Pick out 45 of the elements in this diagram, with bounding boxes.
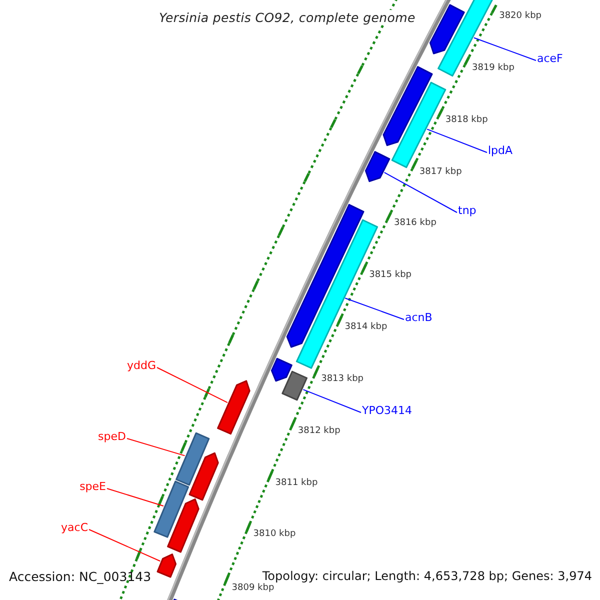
feature-bar	[438, 0, 494, 77]
leader-line	[426, 128, 488, 153]
leader-line	[156, 367, 228, 404]
gene-feature	[167, 498, 200, 553]
tick-label: 3816 kbp	[394, 218, 436, 228]
gene-label: YPO3414	[362, 404, 412, 417]
tick-label: 3817 kbp	[419, 166, 462, 177]
gene-feature	[188, 452, 219, 501]
tick-label: 3815 kbp	[369, 270, 412, 280]
tick-label: 3819 kbp	[472, 62, 514, 73]
gene-label: lpdA	[488, 144, 513, 157]
gene-feature	[156, 554, 177, 578]
gene-label: acnB	[405, 311, 432, 324]
leader-line	[302, 389, 362, 413]
gene-label: speD	[98, 430, 126, 443]
gene-label: speE	[80, 480, 106, 493]
feature-bar	[391, 82, 446, 168]
feature-bar	[282, 370, 308, 401]
tick-label: 3813 kbp	[321, 374, 364, 384]
gene-label: aceF	[537, 52, 563, 65]
gene-feature	[429, 4, 465, 54]
feature-bar	[176, 432, 210, 486]
leader-line	[344, 298, 404, 320]
topology-text: Topology: circular; Length: 4,653,728 bp; Genes: 3,974	[262, 569, 592, 583]
gene-feature	[382, 66, 433, 146]
tick-label: 3810 kbp	[253, 529, 296, 540]
gene-feature	[270, 358, 292, 382]
leader-line	[384, 172, 458, 213]
tick-label: 3818 kbp	[445, 114, 488, 125]
accession-text: Accession: NC_003143	[9, 569, 152, 584]
gene-label: tnp	[458, 204, 476, 217]
leader-line	[473, 37, 536, 61]
gene-feature	[364, 151, 390, 182]
tick-label: 3809 kbp	[232, 583, 274, 594]
leader-line	[106, 488, 164, 507]
gene-label: yacC	[61, 521, 88, 534]
title: Yersinia pestis CO92, complete genome	[158, 10, 416, 25]
tick-label: 3811 kbp	[275, 478, 318, 488]
tick-label: 3812 kbp	[298, 426, 340, 436]
feature-bar	[154, 480, 190, 538]
gene-feature	[217, 380, 250, 435]
leader-line	[126, 438, 186, 456]
gene-label: yddG	[127, 359, 156, 372]
tick-label: 3814 kbp	[344, 322, 388, 332]
leader-line	[88, 529, 161, 562]
